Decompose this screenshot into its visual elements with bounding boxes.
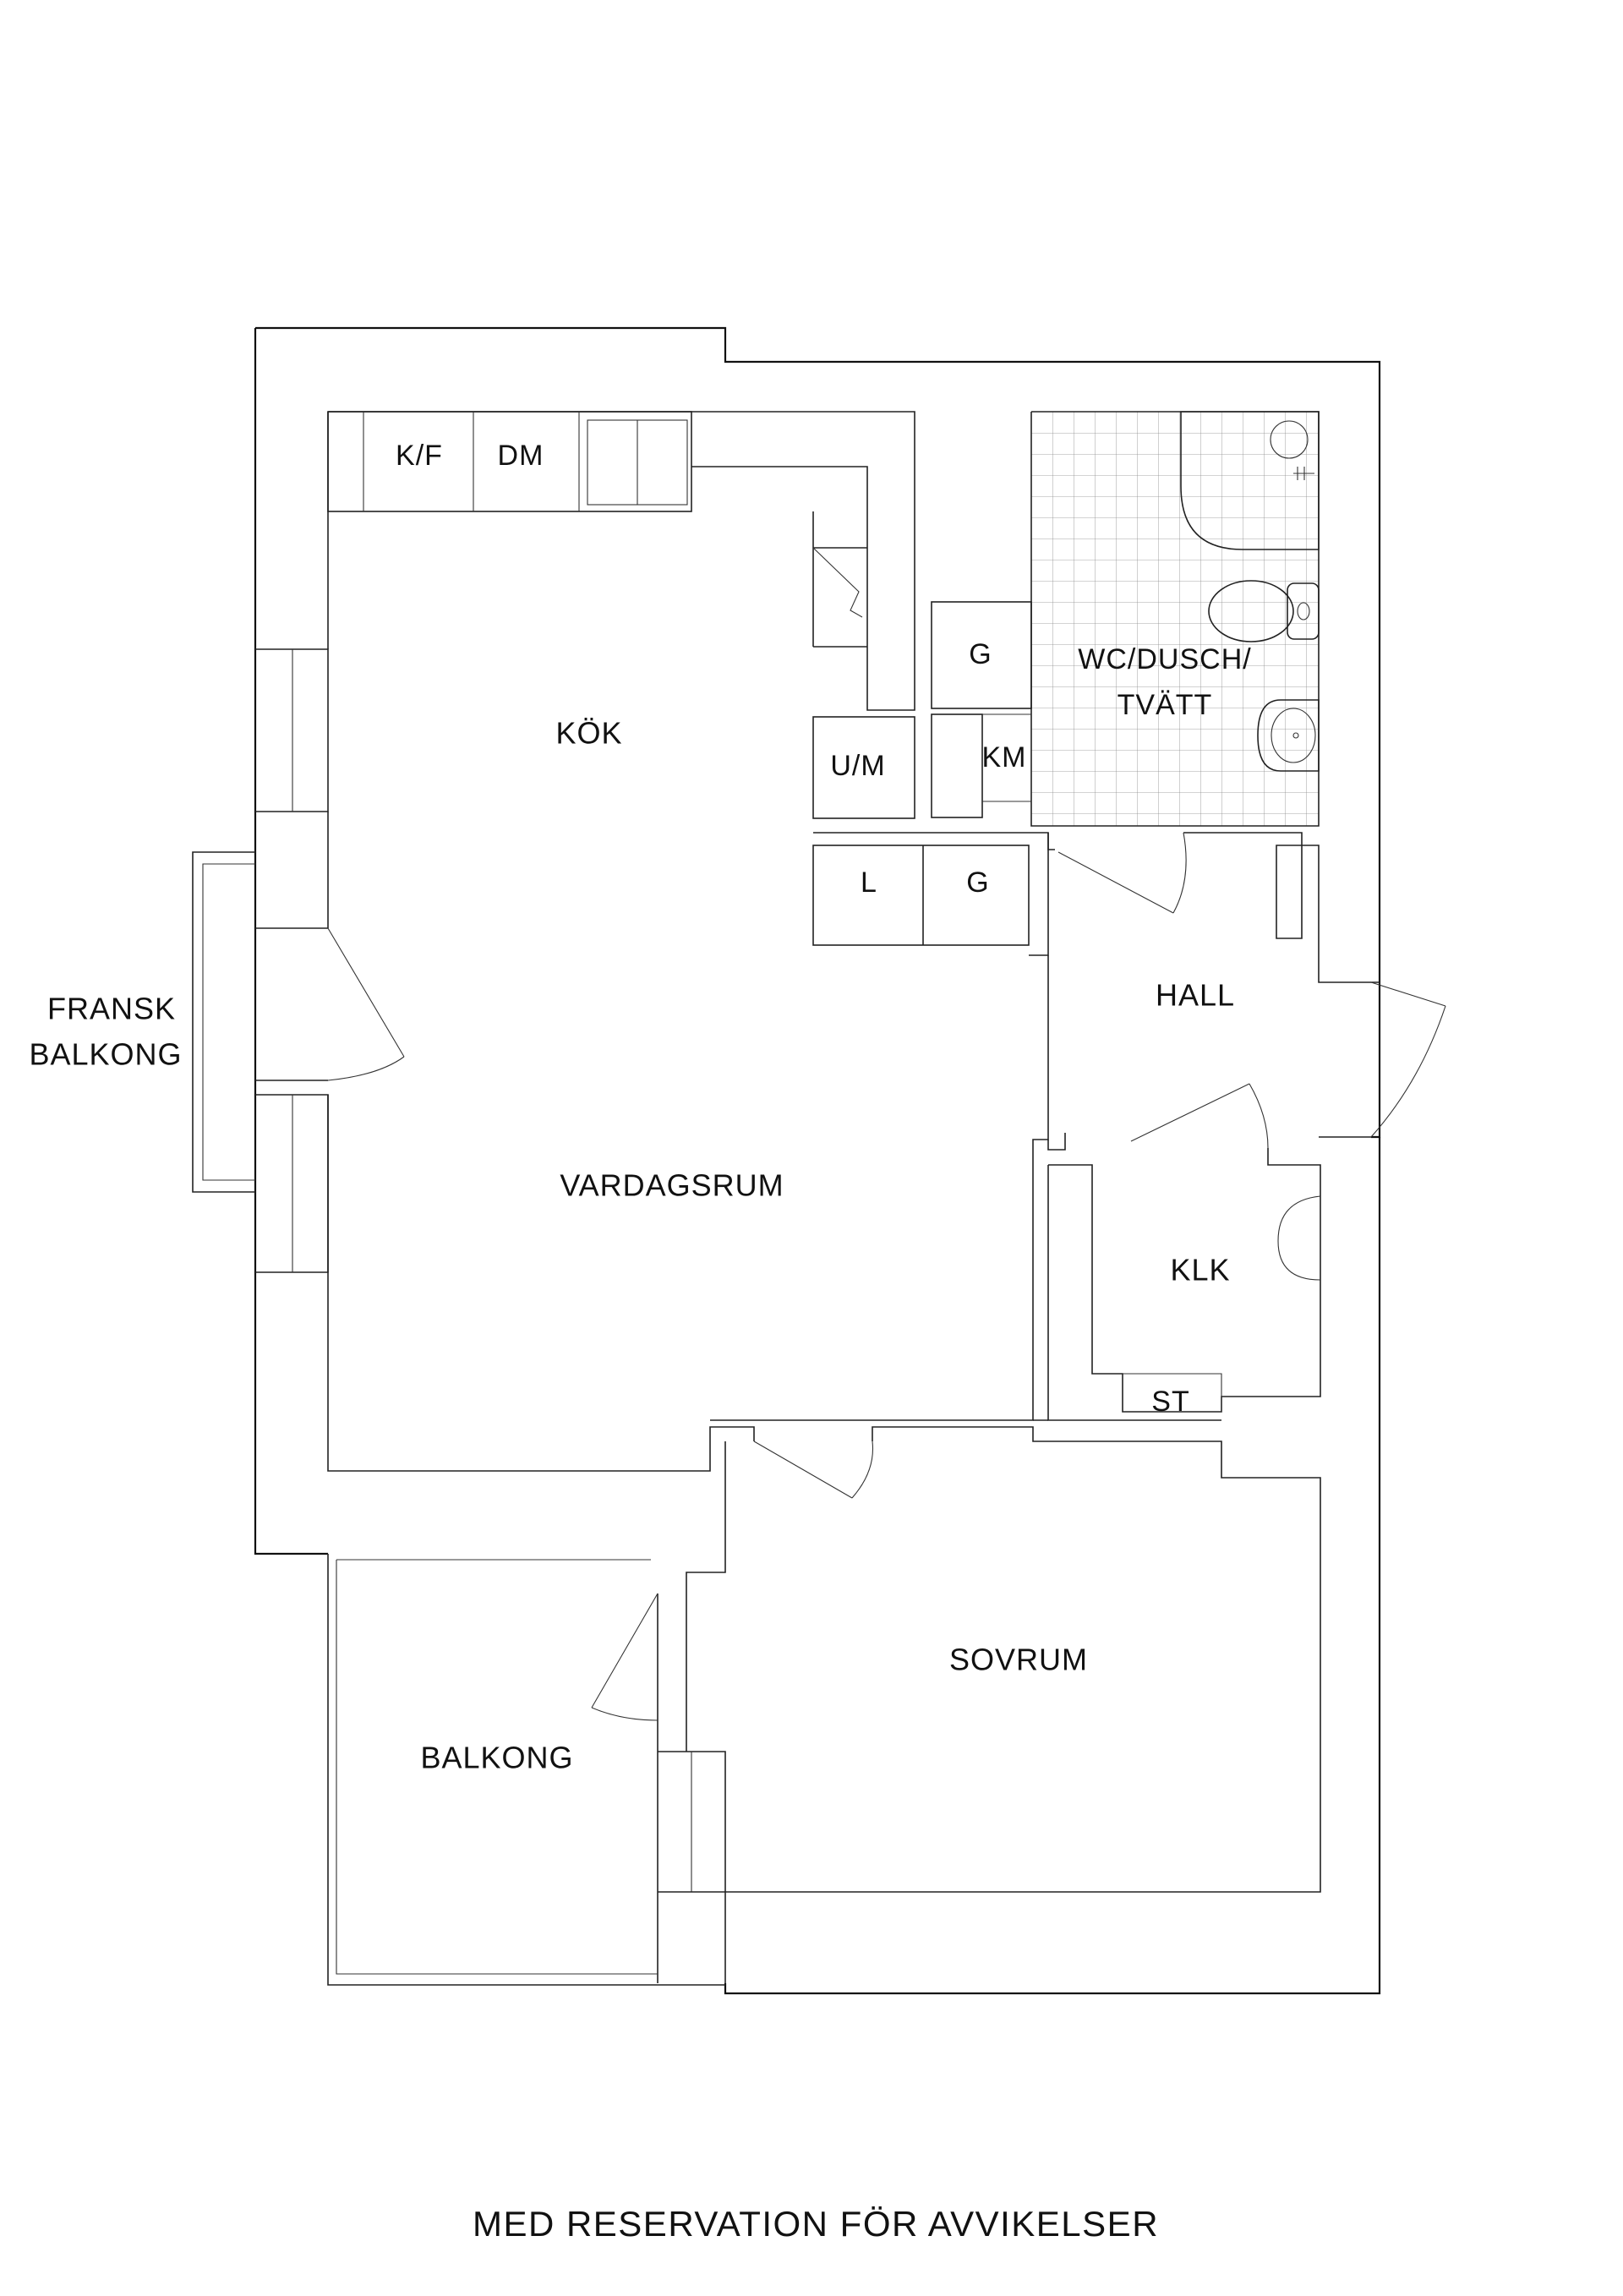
disclaimer: MED RESERVATION FÖR AVVIKELSER — [473, 2204, 1159, 2244]
wardrobe-label: G — [969, 638, 992, 670]
living-room-label: VARDAGSRUM — [560, 1168, 784, 1203]
linen-label: L — [861, 866, 877, 899]
bathroom — [931, 411, 1320, 827]
french-balcony-label-line2: BALKONG — [29, 1037, 182, 1072]
inner-wall-lines — [255, 411, 755, 1472]
hall-walls — [1047, 832, 1446, 1138]
balcony-label: BALKONG — [420, 1741, 573, 1775]
fridge-label: K/F — [396, 440, 443, 472]
closet-label: KLK — [1170, 1253, 1230, 1287]
bedroom-label: SOVRUM — [949, 1643, 1088, 1677]
wardrobe-label-2: G — [966, 866, 989, 899]
kitchen-counter — [327, 411, 1049, 956]
closet-walls — [710, 955, 1321, 1421]
french-balcony-door — [327, 927, 405, 1081]
bathroom-label-line2: TVÄTT — [1118, 689, 1213, 721]
bathroom-tile-floor — [1031, 412, 1319, 826]
outer-wall — [254, 326, 1381, 1995]
bedroom-walls — [657, 1426, 1321, 1983]
washer-label: KM — [982, 741, 1027, 774]
bathroom-label: WC/DUSCH/ — [1078, 643, 1251, 675]
french-balcony-railing — [192, 851, 255, 1193]
oven-micro-label: U/M — [830, 750, 885, 782]
french-balcony-label: FRANSK — [47, 992, 176, 1026]
balcony — [327, 1554, 725, 1986]
hall-label: HALL — [1156, 978, 1235, 1013]
storage-label: ST — [1151, 1386, 1189, 1418]
dishwasher-label: DM — [498, 440, 544, 472]
kitchen-label: KÖK — [555, 716, 622, 751]
